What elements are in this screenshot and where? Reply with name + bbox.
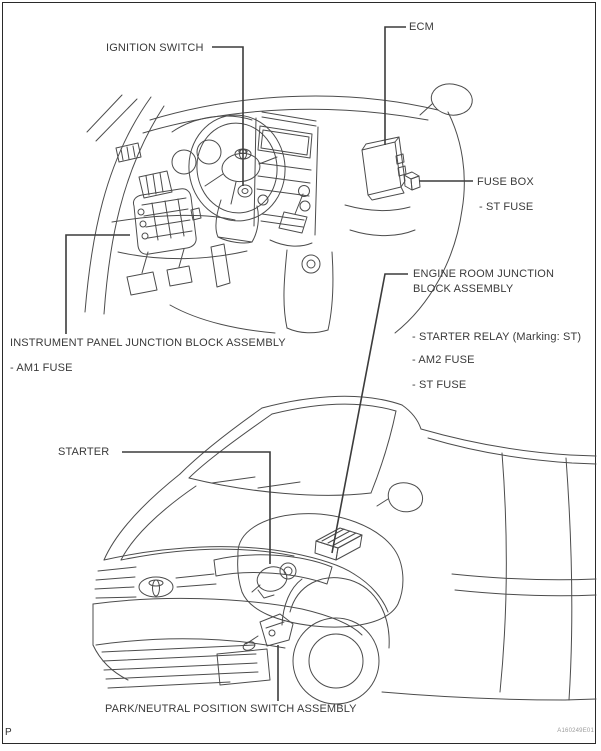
front-wheel (292, 617, 380, 705)
engine-room-junction-block-part (314, 527, 363, 561)
speed-line (86, 94, 123, 133)
label-am1-fuse: - AM1 FUSE (10, 362, 73, 374)
label-ignition-switch: IGNITION SWITCH (106, 42, 204, 54)
ecm-part (361, 136, 407, 201)
label-engine-room-junction-block: ENGINE ROOM JUNCTION BLOCK ASSEMBLY (413, 267, 554, 297)
leader-lines (65, 26, 473, 701)
leader-instrument-panel-junction-block (65, 234, 130, 334)
leader-starter (122, 451, 271, 564)
leader-engine-room-junction-block (331, 273, 408, 554)
fuse-box-part (403, 171, 421, 191)
pedals (126, 243, 231, 296)
figure-code: A160249E01 (557, 728, 594, 734)
speed-line (95, 98, 138, 142)
door-mirror (430, 83, 473, 116)
label-fuse-box-st-fuse: - ST FUSE (479, 201, 534, 213)
dashboard-illustration (84, 83, 473, 334)
vehicle-front-illustration (92, 395, 597, 705)
page-letter: P (5, 727, 12, 738)
ignition-switch-part (237, 184, 253, 198)
vehicle-door-mirror (387, 482, 424, 513)
figure-border (2, 2, 596, 744)
label-instrument-panel-junction-block: INSTRUMENT PANEL JUNCTION BLOCK ASSEMBLY (10, 337, 286, 349)
label-park-neutral-position-switch: PARK/NEUTRAL POSITION SWITCH ASSEMBLY (105, 703, 357, 715)
grille-emblem (138, 576, 174, 598)
label-starter-relay: - STARTER RELAY (Marking: ST) (412, 331, 582, 343)
label-starter: STARTER (58, 446, 110, 458)
label-ecm: ECM (409, 21, 434, 33)
leader-ignition-switch (212, 46, 244, 186)
label-engine-room-junction-block-line1: ENGINE ROOM JUNCTION (413, 268, 555, 280)
label-st-fuse: - ST FUSE (412, 379, 467, 391)
headlight (213, 554, 333, 585)
instrument-panel-junction-block-part (133, 188, 202, 255)
leader-ecm (384, 26, 406, 145)
label-fuse-box: FUSE BOX (477, 176, 534, 188)
label-am2-fuse: - AM2 FUSE (412, 354, 475, 366)
park-neutral-switch-part (242, 613, 294, 651)
label-engine-room-junction-block-line2: BLOCK ASSEMBLY (413, 283, 514, 295)
starter-part (251, 562, 297, 599)
